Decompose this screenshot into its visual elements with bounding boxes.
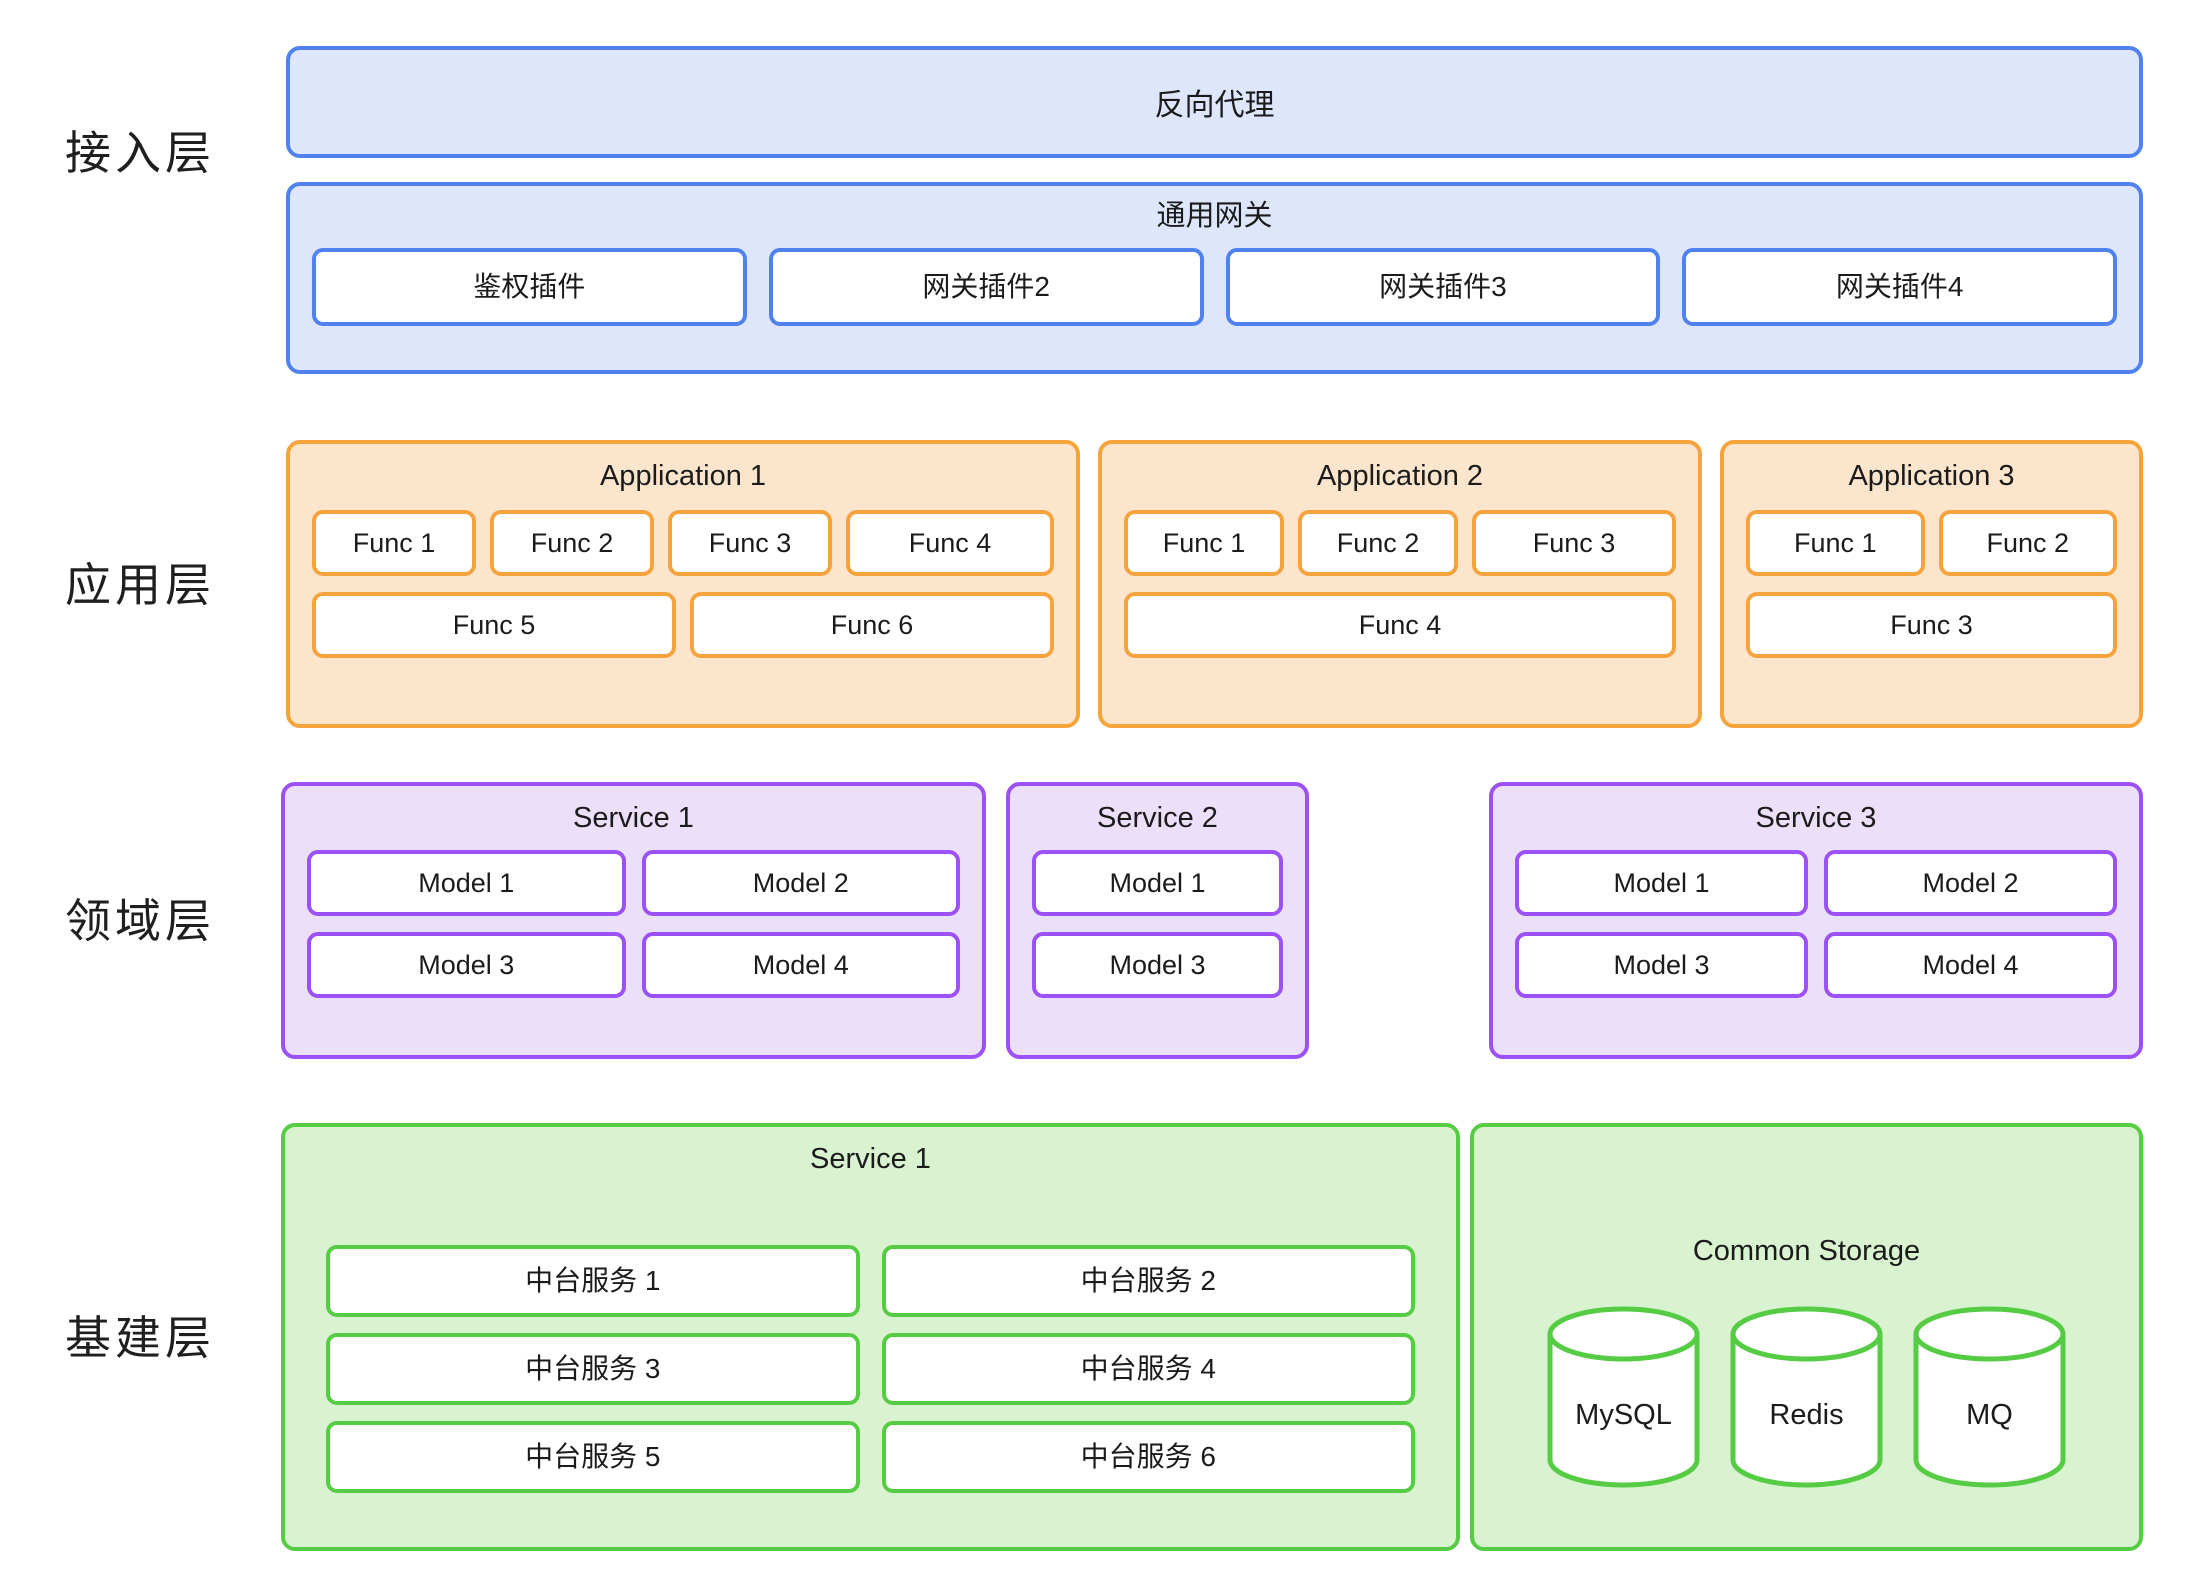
- model-cell[interactable]: Model 1: [1032, 850, 1283, 916]
- common-storage-title: Common Storage: [1692, 1235, 1921, 1267]
- domain-service-2-title: Service 2: [1097, 802, 1218, 834]
- layer-label-infrastructure: 基建层: [65, 1312, 215, 1364]
- func-cell[interactable]: Func 3: [668, 510, 832, 576]
- domain-service-1-box[interactable]: Service 1 Model 1 Model 2 Model 3 Model …: [281, 782, 986, 1059]
- common-storage-box[interactable]: Common Storage MySQL Re: [1470, 1123, 2143, 1551]
- application-2-functions: Func 1 Func 2 Func 3 Func 4: [1124, 510, 1676, 658]
- model-cell[interactable]: Model 3: [1515, 932, 1808, 998]
- infra-service-cell[interactable]: 中台服务 5: [326, 1421, 860, 1493]
- domain-service-2-models: Model 1 Model 3: [1032, 850, 1283, 998]
- infra-service-1-box[interactable]: Service 1 中台服务 1 中台服务 2 中台服务 3 中台服务 4 中台…: [281, 1123, 1460, 1551]
- gateway-plugin-3[interactable]: 网关插件3: [1225, 248, 1661, 326]
- func-cell[interactable]: Func 2: [490, 510, 654, 576]
- function-row: Func 4: [1124, 592, 1676, 658]
- gateway-plugin-auth[interactable]: 鉴权插件: [312, 248, 747, 326]
- storage-label: MySQL: [1575, 1399, 1672, 1431]
- func-cell[interactable]: Func 1: [1124, 510, 1284, 576]
- application-2-box[interactable]: Application 2 Func 1 Func 2 Func 3 Func …: [1098, 440, 1702, 728]
- layer-label-application: 应用层: [65, 559, 215, 611]
- domain-service-2-box[interactable]: Service 2 Model 1 Model 3: [1006, 782, 1309, 1059]
- function-row: Func 5 Func 6: [312, 592, 1054, 658]
- application-1-box[interactable]: Application 1 Func 1 Func 2 Func 3 Func …: [286, 440, 1080, 728]
- model-cell[interactable]: Model 3: [1032, 932, 1283, 998]
- func-cell[interactable]: Func 3: [1746, 592, 2117, 658]
- storage-label: Redis: [1769, 1399, 1844, 1431]
- func-cell[interactable]: Func 4: [846, 510, 1054, 576]
- layer-label-access: 接入层: [65, 127, 215, 179]
- func-cell[interactable]: Func 6: [690, 592, 1054, 658]
- application-2-title: Application 2: [1316, 460, 1484, 492]
- layer-label-domain: 领域层: [65, 895, 215, 947]
- func-cell[interactable]: Func 2: [1298, 510, 1458, 576]
- model-cell[interactable]: Model 1: [1515, 850, 1808, 916]
- model-row: Model 3: [1032, 932, 1283, 998]
- storage-cylinder-list: MySQL Redis MQ: [1474, 1305, 2139, 1489]
- model-cell[interactable]: Model 3: [307, 932, 626, 998]
- infra-service-cell[interactable]: 中台服务 6: [881, 1421, 1415, 1493]
- function-row: Func 1 Func 2 Func 3: [1124, 510, 1676, 576]
- gateway-plugin-list: 鉴权插件 网关插件2 网关插件3 网关插件4: [312, 248, 2117, 326]
- func-cell[interactable]: Func 2: [1938, 510, 2117, 576]
- model-row: Model 1: [1032, 850, 1283, 916]
- model-row: Model 3 Model 4: [1515, 932, 2117, 998]
- storage-mq[interactable]: MQ: [1912, 1305, 2067, 1489]
- model-row: Model 1 Model 2: [1515, 850, 2117, 916]
- application-3-box[interactable]: Application 3 Func 1 Func 2 Func 3: [1720, 440, 2143, 728]
- infra-service-cell[interactable]: 中台服务 2: [881, 1245, 1415, 1317]
- func-cell[interactable]: Func 3: [1472, 510, 1676, 576]
- application-3-title: Application 3: [1848, 460, 2015, 492]
- function-row: Func 1 Func 2 Func 3 Func 4: [312, 510, 1054, 576]
- storage-redis[interactable]: Redis: [1729, 1305, 1884, 1489]
- model-cell[interactable]: Model 4: [1824, 932, 2117, 998]
- infra-service-row: 中台服务 5 中台服务 6: [326, 1421, 1415, 1493]
- domain-service-1-title: Service 1: [573, 802, 694, 834]
- common-gateway-title: 通用网关: [1156, 200, 1273, 232]
- infra-service-row: 中台服务 3 中台服务 4: [326, 1333, 1415, 1405]
- storage-mysql[interactable]: MySQL: [1546, 1305, 1701, 1489]
- application-3-functions: Func 1 Func 2 Func 3: [1746, 510, 2117, 658]
- infra-service-cell[interactable]: 中台服务 1: [326, 1245, 860, 1317]
- function-row: Func 1 Func 2: [1746, 510, 2117, 576]
- domain-service-3-title: Service 3: [1755, 802, 1877, 834]
- common-gateway-box[interactable]: 通用网关 鉴权插件 网关插件2 网关插件3 网关插件4: [286, 182, 2143, 374]
- func-cell[interactable]: Func 5: [312, 592, 676, 658]
- model-row: Model 1 Model 2: [307, 850, 960, 916]
- gateway-plugin-2[interactable]: 网关插件2: [768, 248, 1204, 326]
- domain-service-3-box[interactable]: Service 3 Model 1 Model 2 Model 3 Model …: [1489, 782, 2143, 1059]
- storage-label: MQ: [1966, 1399, 2013, 1431]
- func-cell[interactable]: Func 4: [1124, 592, 1676, 658]
- reverse-proxy-box[interactable]: 反向代理: [286, 46, 2143, 158]
- model-cell[interactable]: Model 2: [641, 850, 960, 916]
- infra-service-row: 中台服务 1 中台服务 2: [326, 1245, 1415, 1317]
- infra-service-cell[interactable]: 中台服务 4: [881, 1333, 1415, 1405]
- gateway-plugin-4[interactable]: 网关插件4: [1682, 248, 2117, 326]
- infra-service-list: 中台服务 1 中台服务 2 中台服务 3 中台服务 4 中台服务 5 中台服务 …: [326, 1245, 1415, 1493]
- infra-service-cell[interactable]: 中台服务 3: [326, 1333, 860, 1405]
- model-cell[interactable]: Model 4: [641, 932, 960, 998]
- domain-service-3-models: Model 1 Model 2 Model 3 Model 4: [1515, 850, 2117, 998]
- func-cell[interactable]: Func 1: [312, 510, 476, 576]
- function-row: Func 3: [1746, 592, 2117, 658]
- model-row: Model 3 Model 4: [307, 932, 960, 998]
- application-1-functions: Func 1 Func 2 Func 3 Func 4 Func 5 Func …: [312, 510, 1054, 658]
- model-cell[interactable]: Model 2: [1824, 850, 2117, 916]
- func-cell[interactable]: Func 1: [1746, 510, 1925, 576]
- infra-service-1-title: Service 1: [810, 1143, 931, 1175]
- domain-service-1-models: Model 1 Model 2 Model 3 Model 4: [307, 850, 960, 998]
- application-1-title: Application 1: [599, 460, 767, 492]
- model-cell[interactable]: Model 1: [307, 850, 626, 916]
